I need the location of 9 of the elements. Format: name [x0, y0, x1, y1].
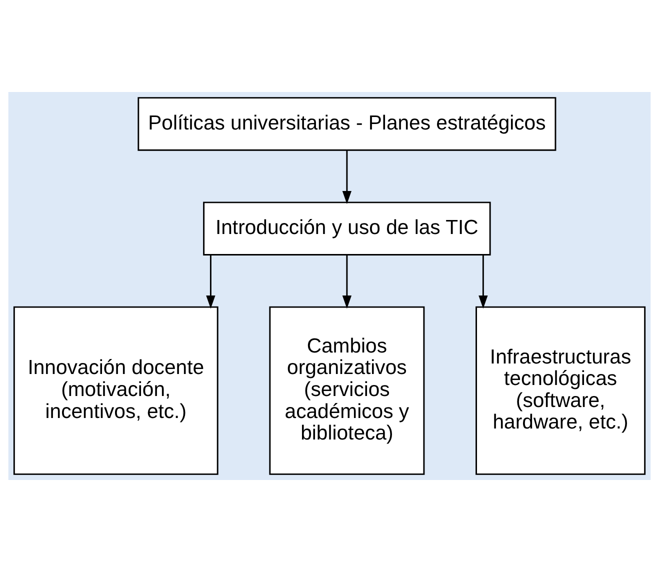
- arrow: [342, 150, 352, 204]
- node-box: Políticas universitarias - Planes estratégicos: [138, 97, 556, 151]
- node-box: Infraestructuras tecnológicas (software, hardware, etc.): [476, 306, 646, 475]
- node-box: Innovación docente (motivación, incentivos, etc.): [13, 306, 218, 475]
- arrow: [342, 255, 352, 309]
- node-box: Cambios organizativos (servicios académicos y biblioteca): [269, 306, 425, 475]
- node-box: Introducción y uso de las TIC: [203, 202, 491, 256]
- arrow: [206, 255, 216, 309]
- arrow: [478, 255, 488, 309]
